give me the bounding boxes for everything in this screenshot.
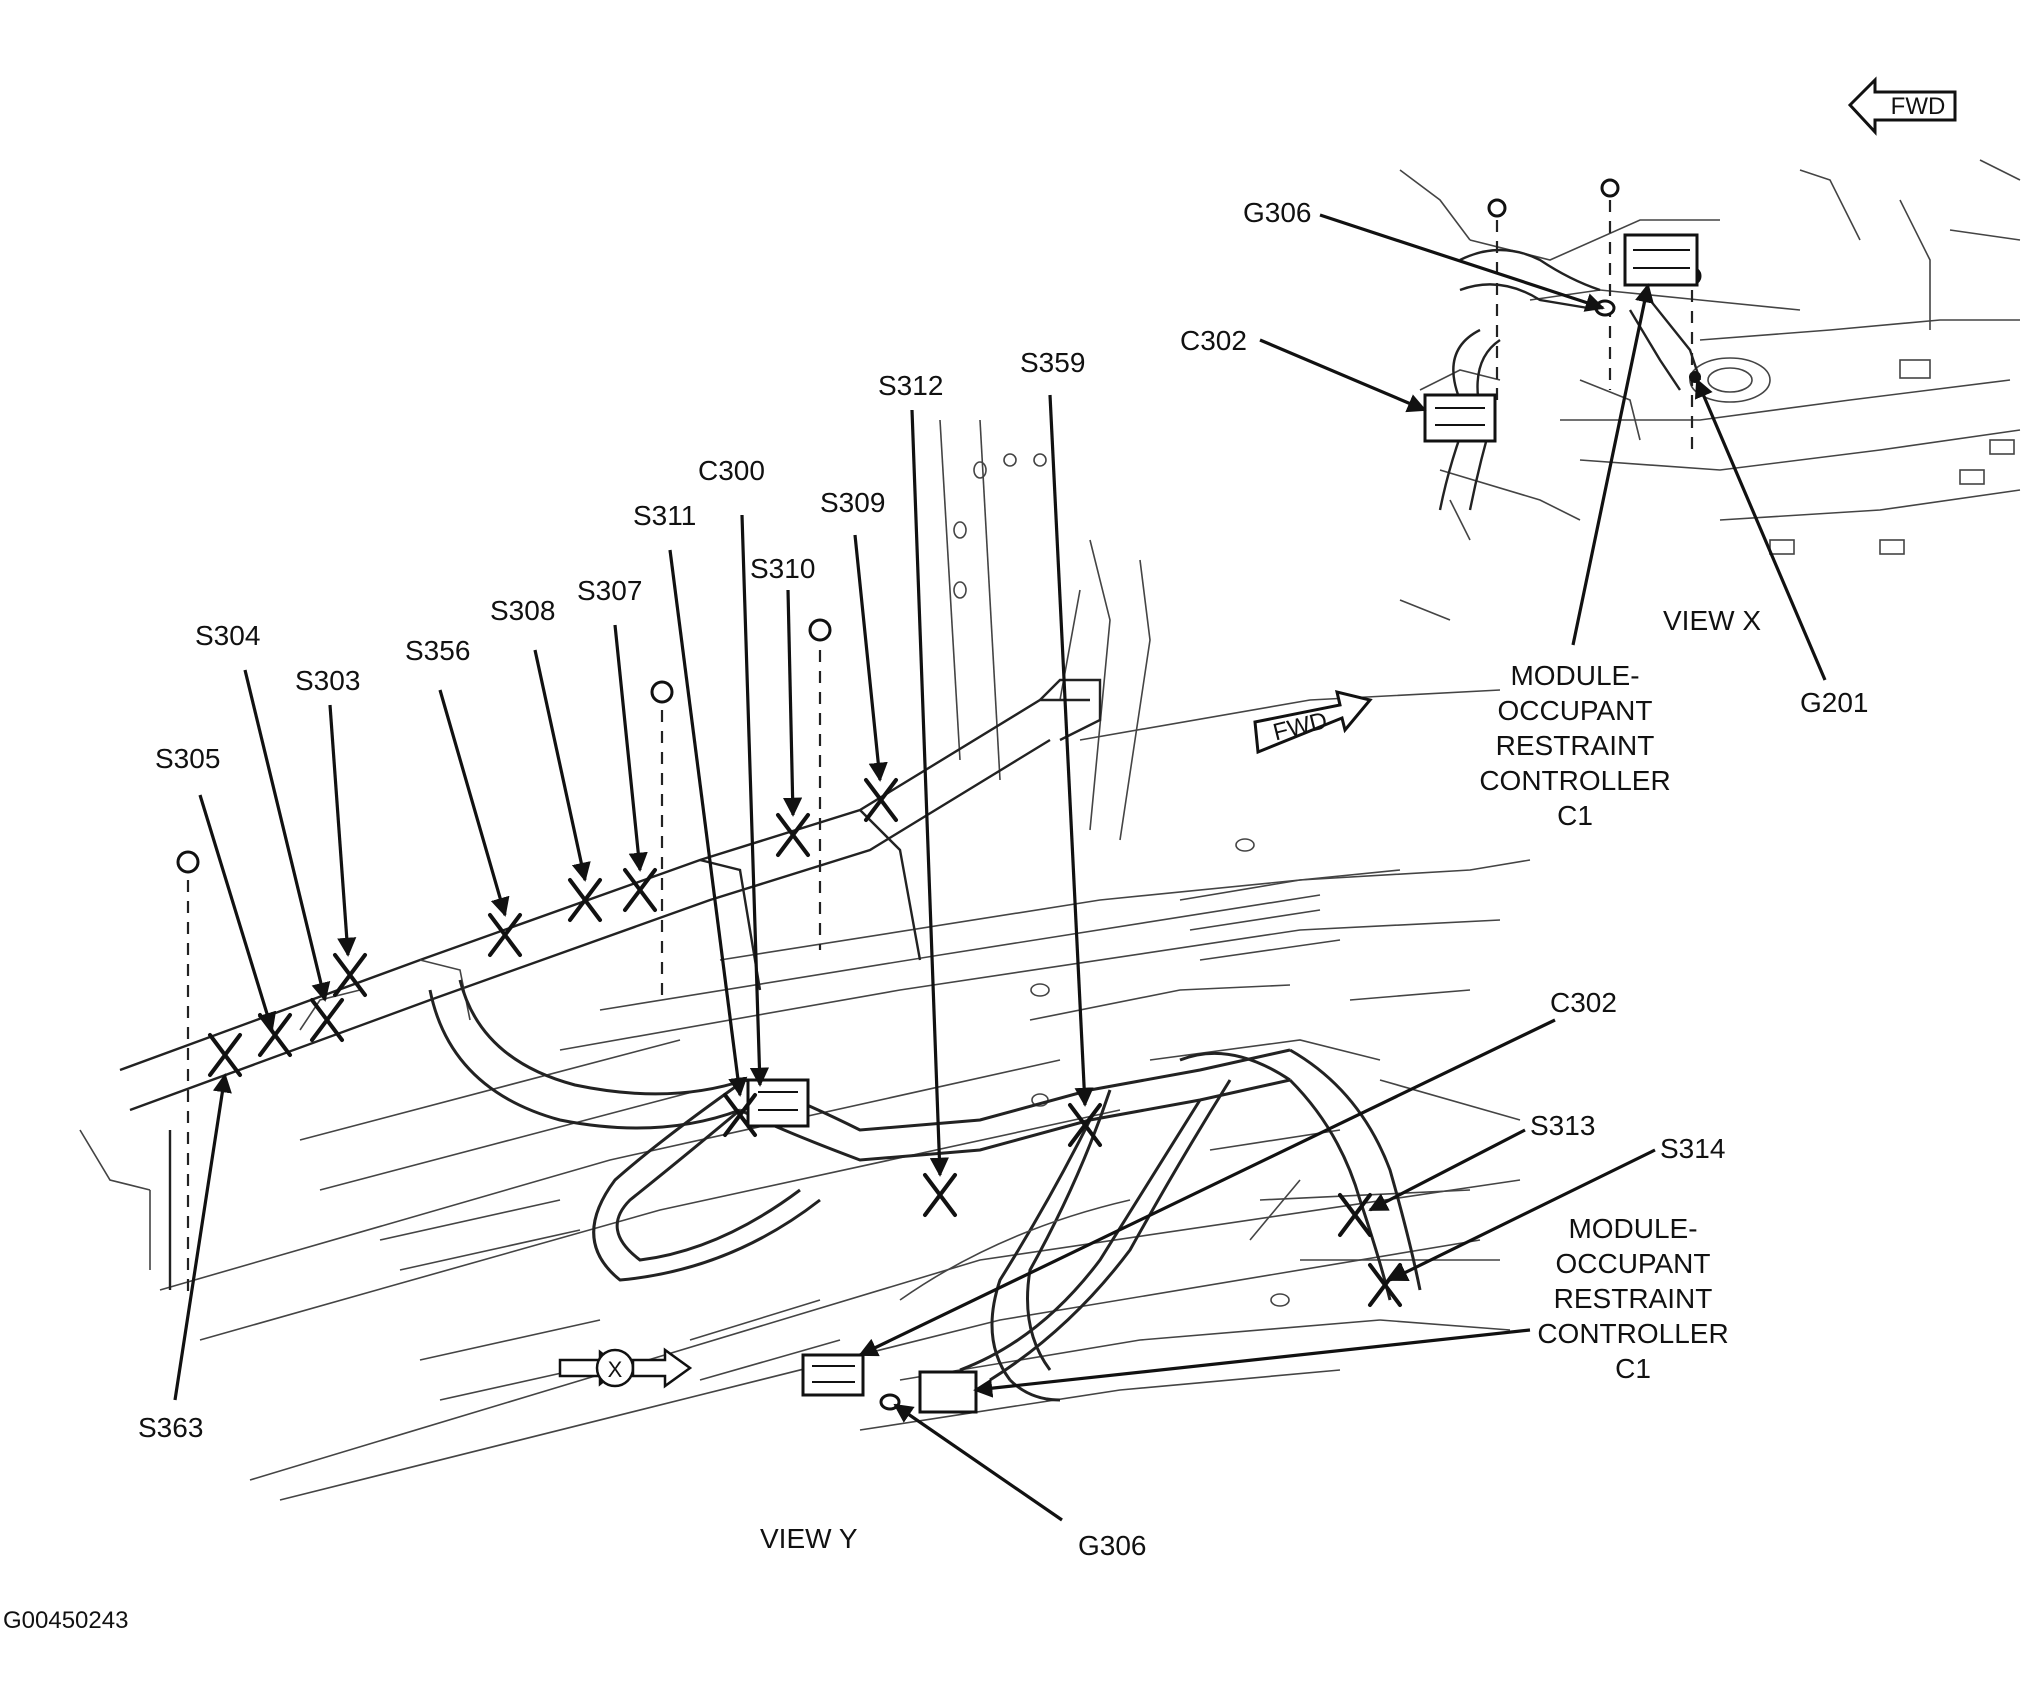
label-view-y: VIEW Y xyxy=(760,1523,858,1554)
fwd-arrow-mid: FWD xyxy=(1253,689,1373,755)
wiring-harness xyxy=(428,979,1422,1402)
module-label-view-y-line-2: OCCUPANT xyxy=(1555,1248,1710,1279)
module-label-view-x-line-2: OCCUPANT xyxy=(1497,695,1652,726)
connectors-view-y xyxy=(746,1078,978,1414)
fwd-label-mid: FWD xyxy=(1270,707,1330,746)
label-s310: S310 xyxy=(750,553,815,584)
cross-member-bracket xyxy=(119,678,1102,1290)
splice-mark-s303 xyxy=(333,953,367,997)
view-x-marker-label: X xyxy=(608,1357,623,1382)
label-s309: S309 xyxy=(820,487,885,518)
module-label-view-y-line-4: CONTROLLER xyxy=(1537,1318,1728,1349)
label-s313: S313 xyxy=(1530,1110,1595,1141)
module-label-view-x-line-3: RESTRAINT xyxy=(1496,730,1655,761)
fwd-label-top: FWD xyxy=(1891,93,1946,120)
leader-lines xyxy=(173,213,1827,1522)
splice-mark-s308 xyxy=(568,878,602,922)
label-s363: S363 xyxy=(138,1412,203,1443)
label-c302-view-y: C302 xyxy=(1550,987,1617,1018)
fwd-arrow-top: FWD xyxy=(1847,76,1957,136)
label-s305: S305 xyxy=(155,743,220,774)
module-label-view-x-line-1: MODULE- xyxy=(1510,660,1639,691)
label-s303: S303 xyxy=(295,665,360,696)
splice-mark-s305 xyxy=(258,1013,292,1057)
label-s308: S308 xyxy=(490,595,555,626)
floor-pan-view-y xyxy=(79,419,1531,1501)
label-s314: S314 xyxy=(1660,1133,1725,1164)
label-s311: S311 xyxy=(633,500,696,531)
module-label-view-y-line-5: C1 xyxy=(1615,1353,1651,1384)
label-g306-view-y: G306 xyxy=(1078,1530,1147,1561)
splice-mark-s309 xyxy=(864,778,898,822)
labels: S305 S304 S303 S356 S308 S307 S311 C300 … xyxy=(3,197,1869,1634)
module-label-view-x-line-4: CONTROLLER xyxy=(1479,765,1670,796)
figure-id: G00450243 xyxy=(3,1607,128,1634)
module-label-view-y-line-1: MODULE- xyxy=(1568,1213,1697,1244)
module-label-view-y-line-3: RESTRAINT xyxy=(1554,1283,1713,1314)
label-s356: S356 xyxy=(405,635,470,666)
view-x-detail xyxy=(1399,159,2021,621)
splice-mark-s359 xyxy=(1068,1103,1102,1147)
label-s359: S359 xyxy=(1020,347,1085,378)
module-label-view-x-line-5: C1 xyxy=(1557,800,1593,831)
label-g201: G201 xyxy=(1800,687,1869,718)
splice-mark-s311 xyxy=(723,1093,757,1137)
splice-mark-s310 xyxy=(776,813,810,857)
splice-mark-s363 xyxy=(208,1033,242,1077)
view-x-marker: X xyxy=(558,1347,693,1389)
label-c302-view-x: C302 xyxy=(1180,325,1247,356)
splice-mark-s313 xyxy=(1338,1193,1372,1237)
splice-mark-s356 xyxy=(488,913,522,957)
label-view-x: VIEW X xyxy=(1663,605,1761,636)
splice-mark-s304 xyxy=(310,998,344,1042)
label-g306-view-x: G306 xyxy=(1243,197,1312,228)
label-s304: S304 xyxy=(195,620,260,651)
splice-marks xyxy=(208,778,1402,1307)
splice-mark-s307 xyxy=(623,868,657,912)
label-s312: S312 xyxy=(878,370,943,401)
splice-mark-s312 xyxy=(923,1173,957,1217)
fastener-lines xyxy=(176,618,832,1300)
label-c300: C300 xyxy=(698,455,765,486)
label-s307: S307 xyxy=(577,575,642,606)
splice-mark-s314 xyxy=(1368,1263,1402,1307)
